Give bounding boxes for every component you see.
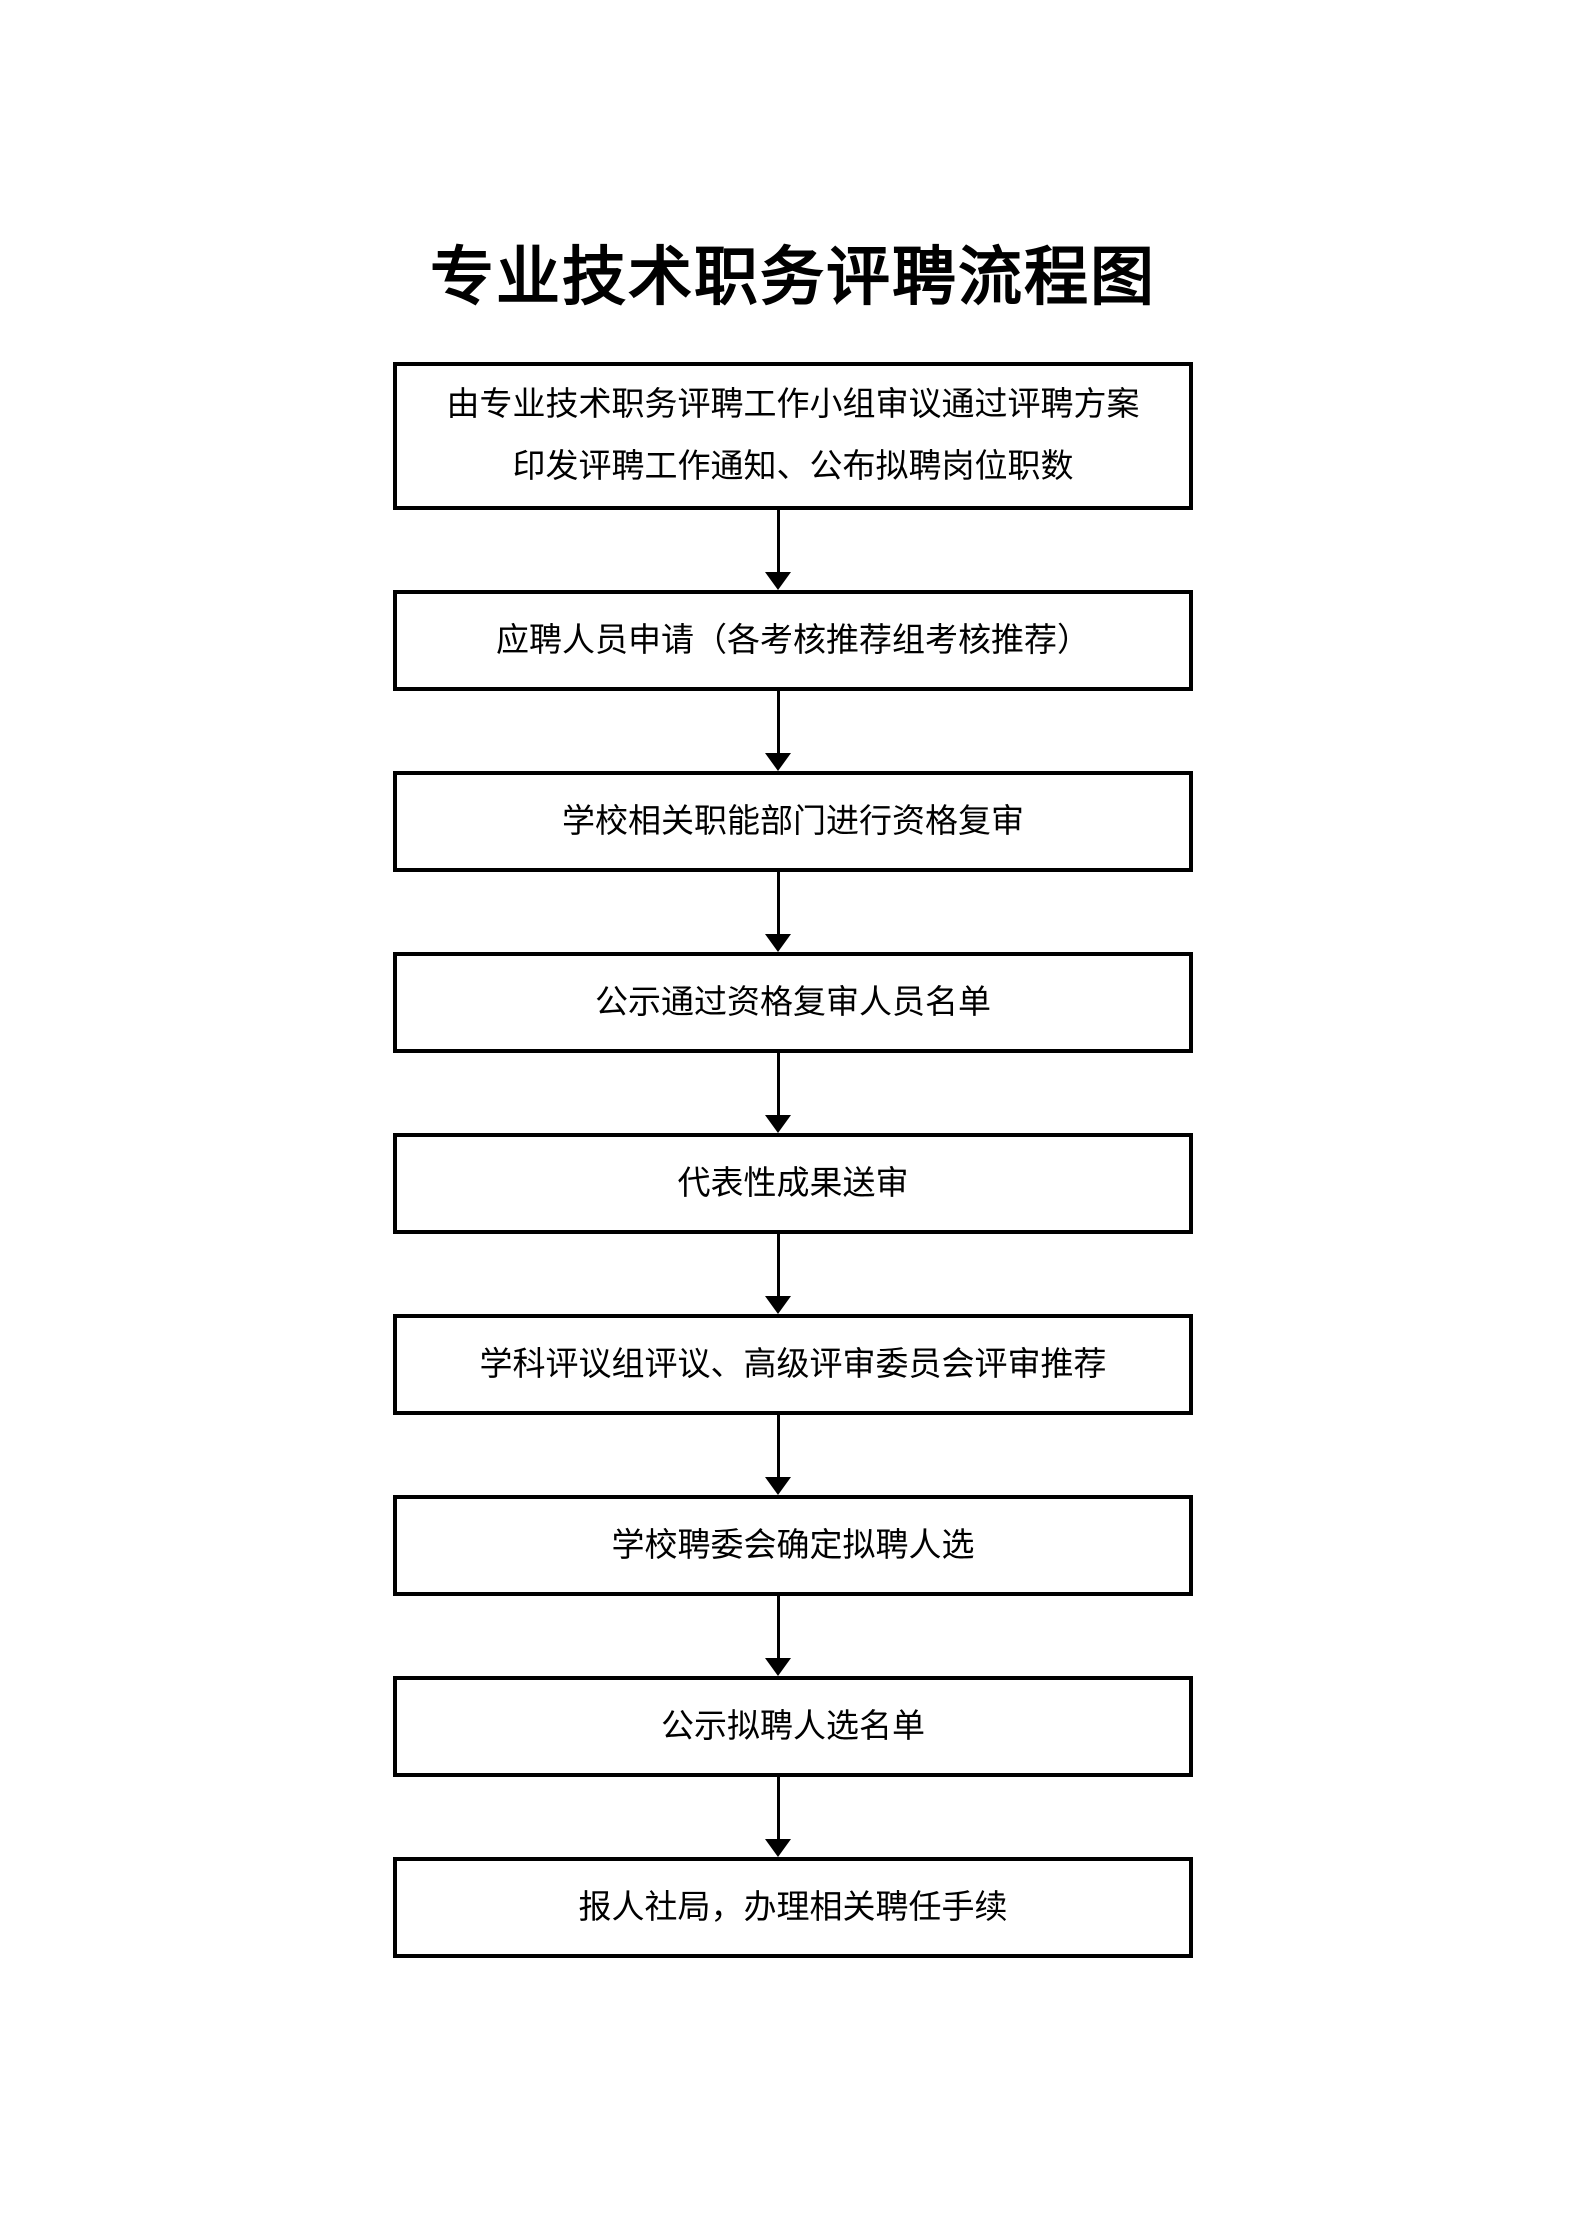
down-arrow-icon [765,1777,791,1857]
step-text: 公示拟聘人选名单 [661,1708,925,1745]
arrow-head [765,1477,791,1495]
arrow-head [765,1296,791,1314]
page-title: 专业技术职务评聘流程图 [430,242,1156,313]
arrow-head [765,1839,791,1857]
step-candidate-publicity-box: 公示拟聘人选名单 [393,1676,1193,1777]
down-arrow-icon [765,1415,791,1495]
down-arrow-icon [765,1234,791,1314]
down-arrow-icon [765,691,791,771]
down-arrow-icon [765,510,791,590]
arrow-shaft [776,1415,780,1477]
arrow-shaft [776,1596,780,1658]
down-arrow-icon [765,872,791,952]
step-final-selection-box: 学校聘委会确定拟聘人选 [393,1495,1193,1596]
step-qualification-review-box: 学校相关职能部门进行资格复审 [393,771,1193,872]
step-text: 由专业技术职务评聘工作小组审议通过评聘方案 [446,387,1140,423]
step-text: 报人社局，办理相关聘任手续 [578,1889,1008,1926]
arrow-head [765,1658,791,1676]
arrow-head [765,572,791,590]
arrow-shaft [776,1053,780,1115]
arrow-shaft [776,510,780,572]
step-appointment-procedures-box: 报人社局，办理相关聘任手续 [393,1857,1193,1958]
arrow-shaft [776,1777,780,1839]
step-achievements-review-box: 代表性成果送审 [393,1133,1193,1234]
arrow-head [765,1115,791,1133]
arrow-shaft [776,691,780,753]
down-arrow-icon [765,1053,791,1133]
step-text: 印发评聘工作通知、公布拟聘岗位职数 [512,449,1074,485]
step-application-box: 应聘人员申请（各考核推荐组考核推荐） [393,590,1193,691]
step-text: 学校相关职能部门进行资格复审 [562,803,1024,840]
flowchart: 专业技术职务评聘流程图 由专业技术职务评聘工作小组审议通过评聘方案 印发评聘工作… [393,242,1193,1958]
step-text: 代表性成果送审 [677,1165,909,1202]
step-text: 学校聘委会确定拟聘人选 [611,1527,975,1564]
down-arrow-icon [765,1596,791,1676]
step-text: 应聘人员申请（各考核推荐组考核推荐） [496,622,1090,659]
step-text: 学科评议组评议、高级评审委员会评审推荐 [479,1346,1107,1383]
arrow-shaft [776,872,780,934]
step-text: 公示通过资格复审人员名单 [595,984,991,1021]
arrow-head [765,753,791,771]
step-qualification-publicity-box: 公示通过资格复审人员名单 [393,952,1193,1053]
step-committee-evaluation-box: 学科评议组评议、高级评审委员会评审推荐 [393,1314,1193,1415]
arrow-head [765,934,791,952]
arrow-shaft [776,1234,780,1296]
step-plan-approval-box: 由专业技术职务评聘工作小组审议通过评聘方案 印发评聘工作通知、公布拟聘岗位职数 [393,362,1193,510]
